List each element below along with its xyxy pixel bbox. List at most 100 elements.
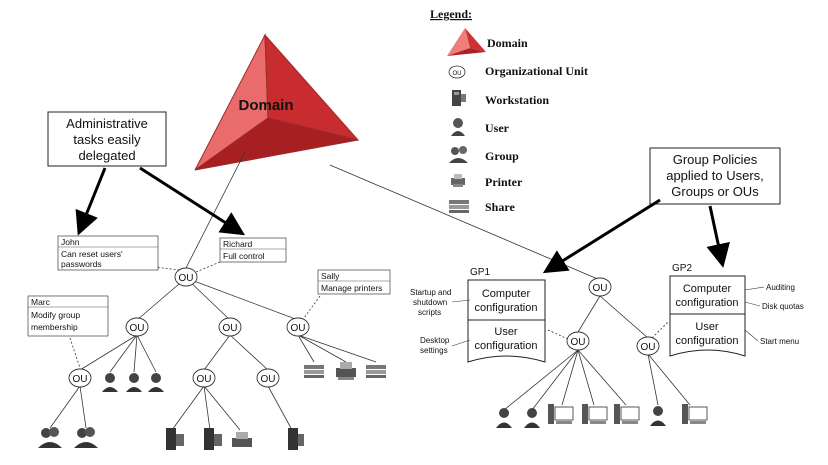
svg-text:OU: OU: [571, 337, 586, 348]
legend-share-label: Share: [485, 200, 515, 214]
user-icon: [451, 118, 465, 136]
dotted-connectors: [69, 261, 669, 369]
sally-line1: Manage printers: [321, 283, 382, 293]
svg-text:OU: OU: [593, 283, 608, 294]
domain-pyramid: Domain: [194, 33, 360, 171]
marc-line1: Modify group: [31, 310, 80, 320]
sally-name: Sally: [321, 271, 340, 281]
printer-icon: [232, 432, 252, 447]
gp2-side2: Disk quotas: [762, 302, 804, 311]
svg-text:OU: OU: [73, 374, 88, 385]
delegation-john: John Can reset users' passwords: [57, 235, 159, 271]
john-name: John: [61, 237, 80, 247]
tree-lines: [49, 151, 691, 431]
user-icon: [126, 373, 142, 392]
gp1-side2-line2: settings: [420, 346, 448, 355]
richard-name: Richard: [223, 239, 253, 249]
gp1-side1-line2: shutdown: [413, 298, 447, 307]
domain-pyramid-icon: [447, 28, 486, 56]
ou-node-e: OU: [192, 368, 216, 388]
ou-node-root-right: OU: [588, 277, 612, 297]
callout-gp: Group Policies applied to Users, Groups …: [649, 147, 781, 205]
gp2-computer-line1: Computer: [683, 283, 732, 295]
share-icon: [449, 200, 469, 213]
svg-text:OU: OU: [179, 273, 194, 284]
group-icon: [38, 427, 62, 448]
workstation-icon: [582, 404, 608, 424]
gp1-box: GP1 Computer configuration User configur…: [410, 267, 546, 363]
gp1-computer-line2: configuration: [475, 302, 538, 314]
workstation-icon: [166, 428, 184, 450]
ou-node-d: OU: [68, 368, 92, 388]
callout-arrows: [75, 166, 730, 274]
legend-user-label: User: [485, 121, 510, 135]
gp1-title: GP1: [470, 267, 490, 278]
workstation-icon: [204, 428, 222, 450]
gp1-side2-line1: Desktop: [420, 336, 450, 345]
share-icon: [304, 365, 324, 378]
legend-title: Legend:: [430, 7, 472, 21]
ou-node-a: OU: [125, 317, 149, 337]
ou-node-g: OU: [566, 331, 590, 351]
john-line2: passwords: [61, 259, 102, 269]
callout-admin-line2: tasks easily: [73, 132, 141, 147]
marc-line2: membership: [31, 322, 78, 332]
user-icon: [650, 406, 666, 426]
svg-text:OU: OU: [130, 323, 145, 334]
group-icon: [449, 146, 468, 163]
ou-node-c: OU: [286, 317, 310, 337]
ou-nodes: OU OU OU OU OU OU OU OU OU OU: [68, 267, 660, 388]
gp2-user-line1: User: [695, 321, 719, 333]
share-icon: [366, 365, 386, 378]
richard-line1: Full control: [223, 251, 265, 261]
gp1-user-line2: configuration: [475, 340, 538, 352]
delegation-marc: Marc Modify group membership: [27, 295, 109, 337]
marc-name: Marc: [31, 297, 51, 307]
ou-node-f: OU: [256, 368, 280, 388]
gp2-side1: Auditing: [766, 283, 795, 292]
svg-text:OU: OU: [291, 323, 306, 334]
gp2-box: GP2 Computer configuration User configur…: [669, 263, 804, 357]
delegation-richard: Richard Full control: [219, 237, 287, 263]
group-icon: [74, 427, 98, 448]
leaf-icons: [38, 362, 708, 450]
callout-gp-line3: Groups or OUs: [671, 184, 759, 199]
svg-text:OU: OU: [453, 71, 462, 77]
gp1-user-line1: User: [494, 326, 518, 338]
legend-printer-label: Printer: [485, 175, 523, 189]
legend-workstation-label: Workstation: [485, 93, 549, 107]
workstation-icon: [682, 404, 708, 424]
printer-icon: [451, 174, 465, 187]
callout-admin-line1: Administrative: [66, 116, 148, 131]
svg-text:OU: OU: [261, 374, 276, 385]
legend-group-label: Group: [485, 149, 519, 163]
ou-node-h: OU: [636, 336, 660, 356]
john-line1: Can reset users': [61, 249, 123, 259]
svg-text:OU: OU: [223, 323, 238, 334]
gp1-side1-line3: scripts: [418, 308, 441, 317]
delegation-sally: Sally Manage printers: [317, 269, 391, 295]
legend-domain-label: Domain: [487, 36, 528, 50]
printer-icon: [336, 362, 356, 380]
legend-ou-label: Organizational Unit: [485, 64, 588, 78]
gp2-computer-line2: configuration: [676, 297, 739, 309]
workstation-icon: [614, 404, 640, 424]
ou-node-b: OU: [218, 317, 242, 337]
svg-text:OU: OU: [197, 374, 212, 385]
domain-label: Domain: [238, 97, 293, 114]
workstation-icon: [548, 404, 574, 424]
gp2-title: GP2: [672, 263, 692, 274]
callout-admin-line3: delegated: [78, 148, 135, 163]
ou-node-root-left: OU: [174, 267, 198, 287]
svg-text:OU: OU: [641, 342, 656, 353]
user-icon: [102, 373, 118, 392]
workstation-icon: [452, 90, 466, 106]
callout-gp-line1: Group Policies: [673, 152, 758, 167]
gp1-side1-line1: Startup and: [410, 288, 451, 297]
legend: Legend: Domain OU Organizational Unit Wo…: [430, 7, 588, 214]
gp2-user-line2: configuration: [676, 335, 739, 347]
callout-gp-line2: applied to Users,: [666, 168, 764, 183]
ou-icon: OU: [448, 65, 466, 79]
